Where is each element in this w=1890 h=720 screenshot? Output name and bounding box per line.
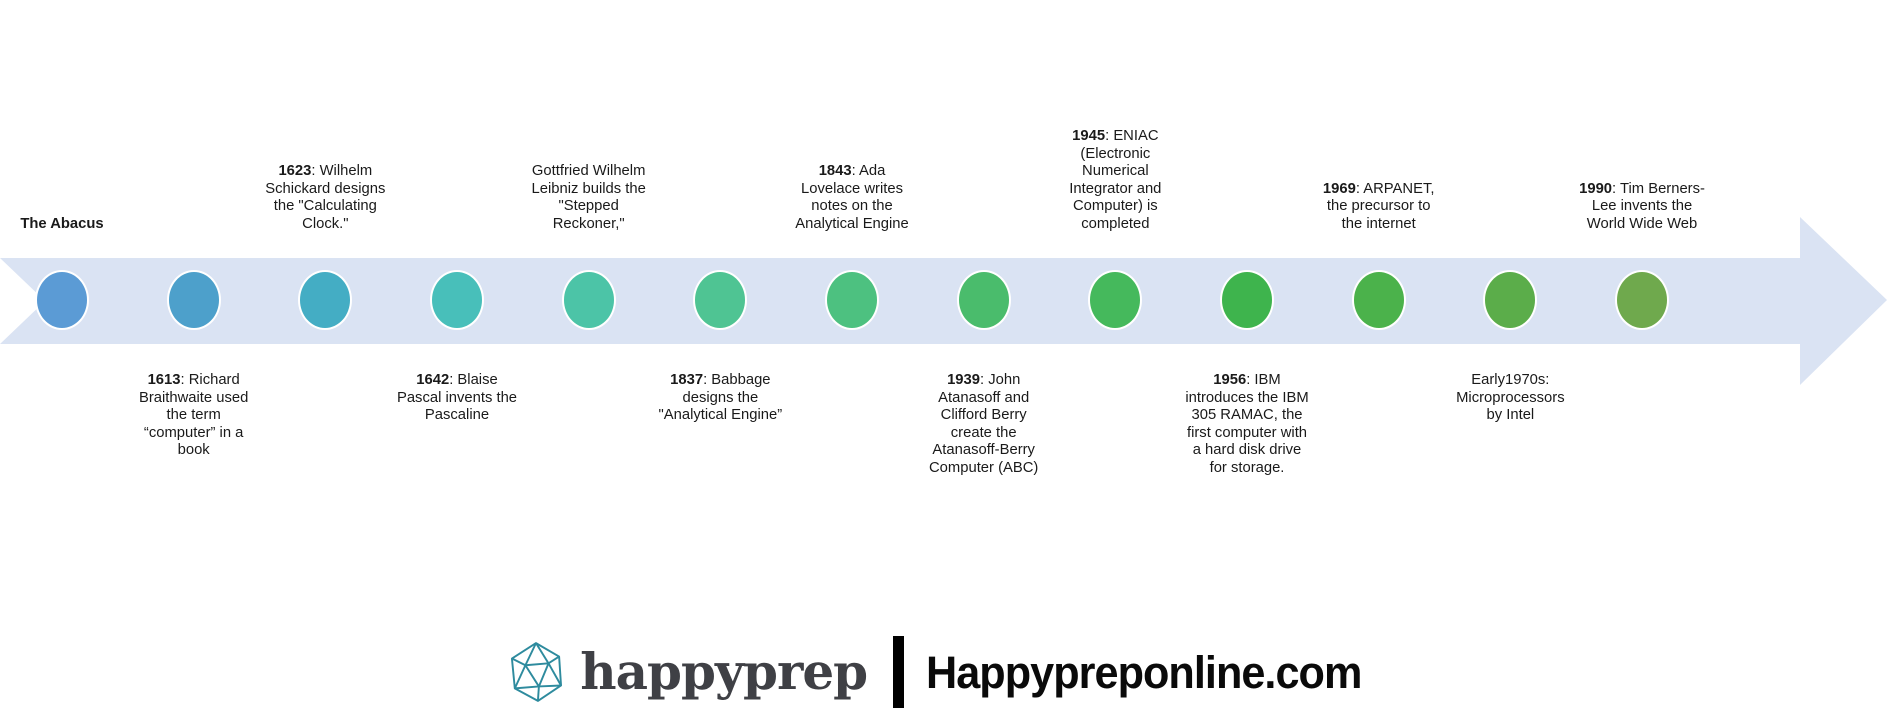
event-text: Early1970s: Microprocessors by Intel xyxy=(1456,372,1565,423)
polyhedron-wireframe xyxy=(511,642,563,702)
timeline-marker-8 xyxy=(956,270,1011,330)
event-text: : ARPANET, the precursor to the internet xyxy=(1326,180,1435,232)
timeline-event-label-5: Gottfried Wilhelm Leibniz builds the "St… xyxy=(525,163,653,233)
timeline-event-label-8: 1939: John Atanasoff and Clifford Berry … xyxy=(920,372,1048,477)
timeline-event-label-9: 1945: ENIAC (Electronic Numerical Integr… xyxy=(1051,128,1179,233)
event-year: 1969 xyxy=(1322,180,1356,197)
timeline-marker-1 xyxy=(35,270,89,330)
timeline-marker-12 xyxy=(1483,270,1538,330)
event-text: : Wilhelm Schickard designs the "Calcula… xyxy=(265,163,386,232)
event-year: 1956 xyxy=(1213,372,1247,388)
timeline-event-label-3: 1623: Wilhelm Schickard designs the "Cal… xyxy=(261,163,389,233)
timeline-marker-7 xyxy=(825,270,880,330)
event-year: 1843 xyxy=(818,163,852,179)
timeline-marker-6 xyxy=(693,270,748,330)
timeline-marker-4 xyxy=(430,270,484,330)
event-text: : Ada Lovelace writes notes on the Analy… xyxy=(795,163,909,232)
event-text: : Blaise Pascal invents the Pascaline xyxy=(396,372,518,423)
event-year: 1623 xyxy=(278,163,312,179)
timeline-event-label-12: Early1970s: Microprocessors by Intel xyxy=(1446,372,1574,425)
event-year: 1837 xyxy=(670,372,704,388)
timeline-event-label-10: 1956: IBM introduces the IBM 305 RAMAC, … xyxy=(1183,372,1311,477)
timeline-event-label-1: The Abacus xyxy=(0,216,126,234)
event-year: 1939 xyxy=(947,372,980,388)
event-year: 1613 xyxy=(147,372,181,388)
divider-bar xyxy=(893,636,905,708)
event-text: : Babbage designs the "Analytical Engine… xyxy=(658,372,783,423)
footer-logo-bar: happyprep Happypreponline.com xyxy=(0,628,1890,716)
timeline-marker-9 xyxy=(1088,270,1143,330)
timeline-marker-2 xyxy=(166,270,221,330)
timeline-band xyxy=(0,217,1887,385)
event-year: 1945 xyxy=(1072,128,1106,144)
timeline-event-label-11: 1969: ARPANET, the precursor to the inte… xyxy=(1315,181,1443,234)
event-text: Gottfried Wilhelm Leibniz builds the "St… xyxy=(531,163,646,232)
timeline-marker-10 xyxy=(1220,270,1275,330)
event-text: : Richard Braithwaite used the term “com… xyxy=(138,372,249,458)
event-year: The Abacus xyxy=(20,215,104,232)
event-text: : Tim Berners-Lee invents the World Wide… xyxy=(1586,180,1705,232)
event-year: 1990 xyxy=(1579,180,1613,197)
site-url-text: Happypreponline.com xyxy=(926,646,1362,698)
timeline-marker-3 xyxy=(298,270,353,330)
event-year: 1642 xyxy=(416,372,450,388)
event-text: : John Atanasoff and Clifford Berry crea… xyxy=(929,372,1039,476)
timeline-event-label-7: 1843: Ada Lovelace writes notes on the A… xyxy=(788,163,916,233)
event-text: : ENIAC (Electronic Numerical Integrator… xyxy=(1069,128,1162,232)
timeline-event-label-2: 1613: Richard Braithwaite used the term … xyxy=(130,372,258,460)
timeline-event-label-13: 1990: Tim Berners-Lee invents the World … xyxy=(1578,181,1706,234)
timeline-marker-13 xyxy=(1615,270,1670,330)
brand-wordmark: happyprep xyxy=(580,642,868,701)
timeline-marker-11 xyxy=(1351,270,1406,330)
event-text: : IBM introduces the IBM 305 RAMAC, the … xyxy=(1185,372,1309,476)
timeline-event-label-6: 1837: Babbage designs the "Analytical En… xyxy=(656,372,784,425)
timeline-marker-5 xyxy=(561,270,616,330)
timeline-event-label-4: 1642: Blaise Pascal invents the Pascalin… xyxy=(393,372,521,425)
happyprep-logo-icon xyxy=(511,642,563,702)
